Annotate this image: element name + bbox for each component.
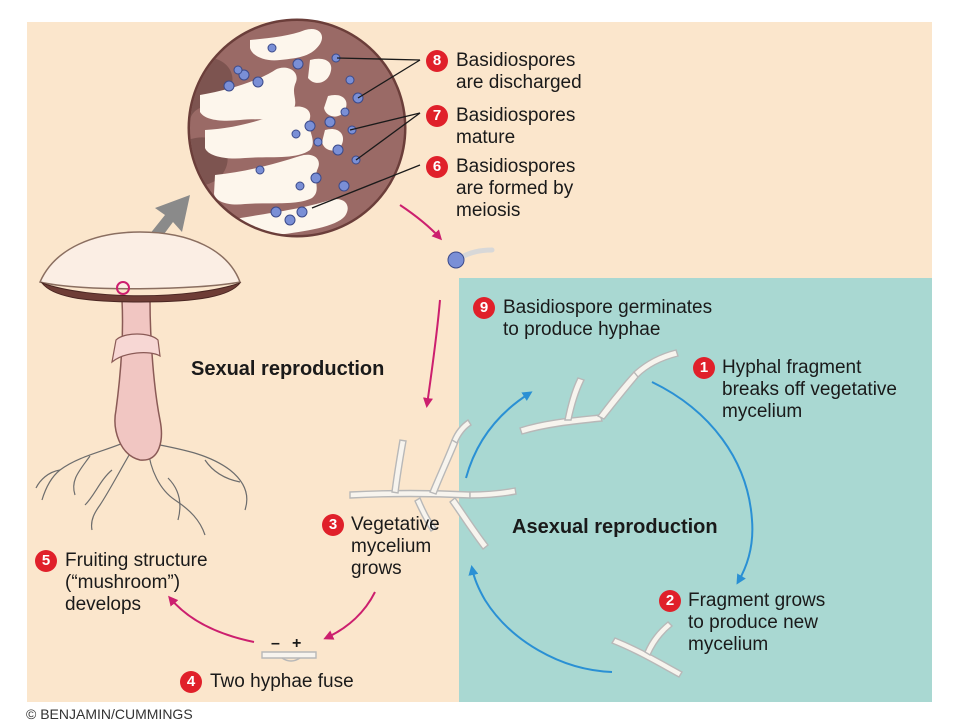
step-9-badge: 9 [473, 297, 495, 319]
step-9-label: Basidiospore germinates to produce hypha… [503, 297, 713, 340]
asexual-region-bg [459, 278, 932, 702]
mating-type-plus: + [292, 635, 301, 652]
hyphae-illustrations [261, 349, 683, 678]
released-basidiospore [447, 247, 495, 269]
step-2-label: Fragment grows to produce new mycelium [688, 590, 826, 655]
step-6-badge: 6 [426, 156, 448, 178]
step-6-label: Basidiospores are formed by meiosis [456, 156, 576, 221]
asexual-reproduction-heading: Asexual reproduction [512, 516, 718, 538]
step-1-label: Hyphal fragment breaks off vegetative my… [722, 357, 897, 422]
mushroom-illustration [35, 231, 248, 536]
copyright-credit: © BENJAMIN/CUMMINGS [26, 706, 193, 722]
step-5-badge: 5 [35, 550, 57, 572]
step-3-label: Vegetative mycelium grows [351, 514, 440, 579]
mating-type-minus: – [271, 635, 280, 652]
step-2-badge: 2 [659, 590, 681, 612]
step-8-badge: 8 [426, 50, 448, 72]
step-7-badge: 7 [426, 105, 448, 127]
sexual-reproduction-heading: Sexual reproduction [191, 358, 385, 380]
step-5-label: Fruiting structure (“mushroom”) develops [65, 550, 208, 615]
step-7-label: Basidiospores mature [456, 105, 576, 148]
sexual-cycle-arrows [168, 204, 443, 643]
step-4-badge: 4 [180, 671, 202, 693]
asexual-cycle-arrows [465, 381, 754, 673]
zoom-origin-marker [116, 281, 130, 295]
step-1-badge: 1 [693, 357, 715, 379]
step-4-label: Two hyphae fuse [210, 671, 354, 692]
leader-lines [311, 57, 421, 209]
step-3-badge: 3 [322, 514, 344, 536]
step-8-label: Basidiospores are discharged [456, 50, 582, 93]
